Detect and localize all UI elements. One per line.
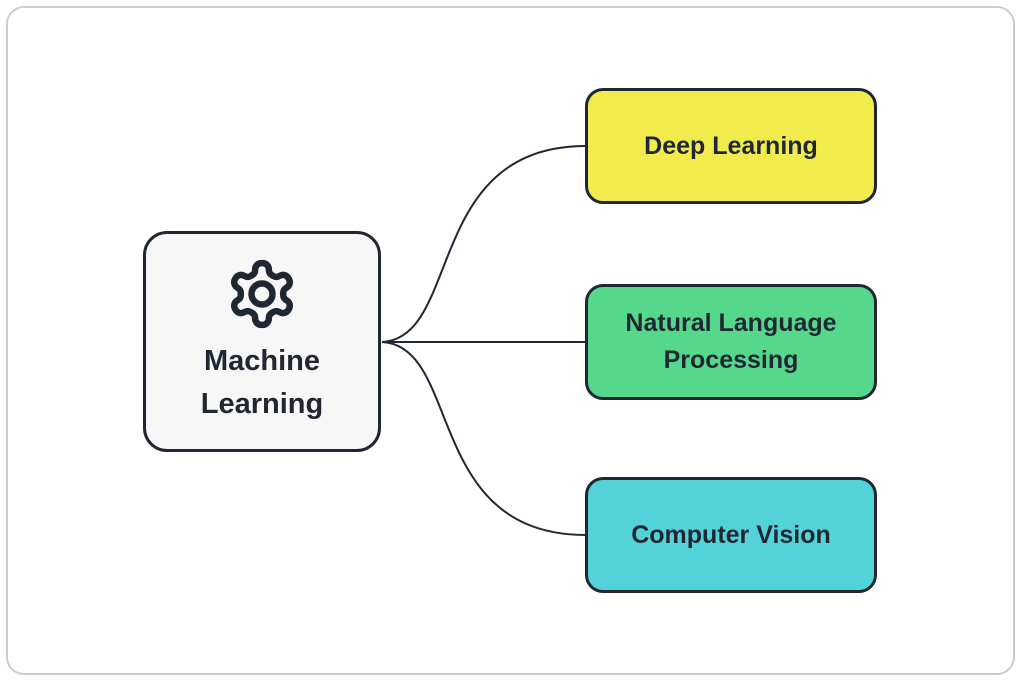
- node-computer-vision[interactable]: Computer Vision: [585, 477, 877, 593]
- node-label-natural-language-processing: Natural Language Processing: [625, 309, 837, 374]
- node-deep-learning[interactable]: Deep Learning: [585, 88, 877, 204]
- node-label-computer-vision: Computer Vision: [631, 520, 831, 549]
- gear-icon: [230, 259, 294, 328]
- node-label-deep-learning: Deep Learning: [644, 131, 818, 160]
- node-machine-learning[interactable]: Machine Learning: [143, 231, 381, 452]
- node-label-machine-learning: Machine Learning: [200, 344, 324, 421]
- node-natural-language-processing[interactable]: Natural Language Processing: [585, 284, 877, 400]
